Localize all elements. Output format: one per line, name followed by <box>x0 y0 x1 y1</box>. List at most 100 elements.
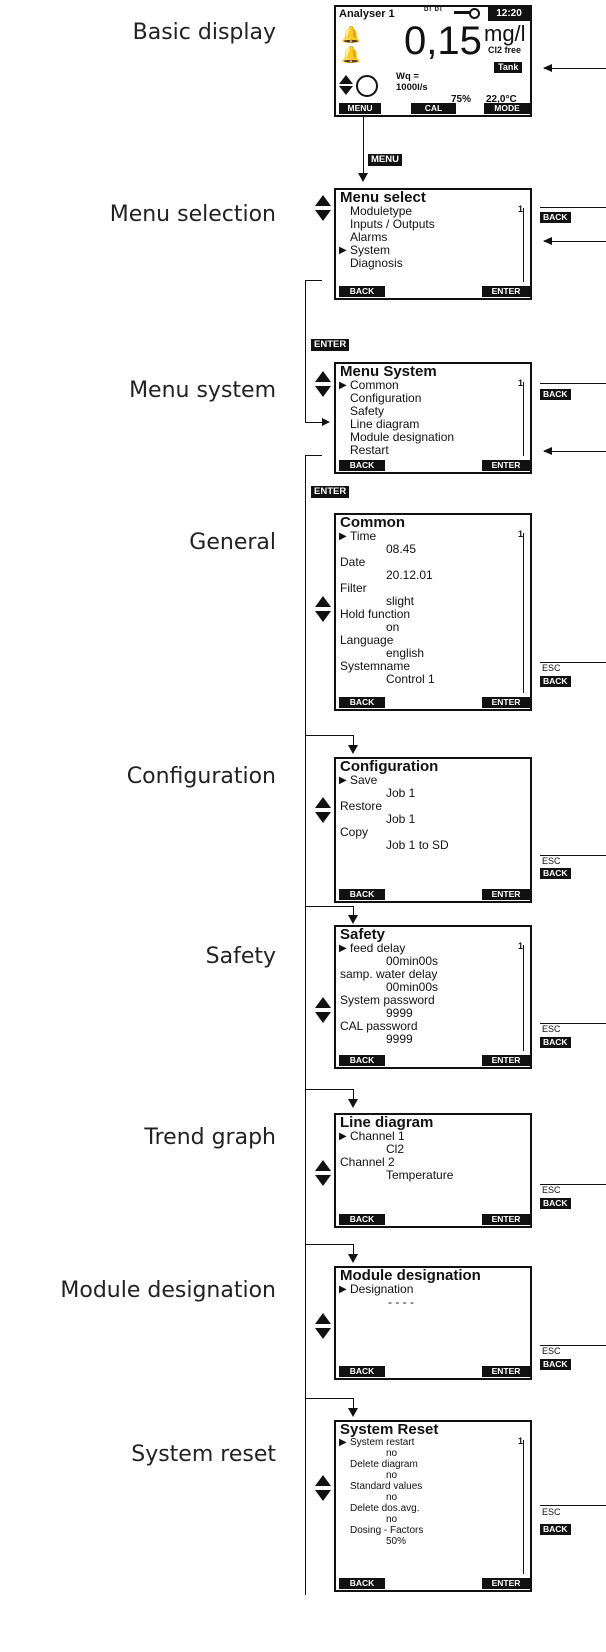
enter-softkey[interactable]: ENTER <box>482 460 530 471</box>
side-back-button[interactable]: BACK <box>540 1037 571 1048</box>
scroll-up-arrow-icon[interactable] <box>315 195 331 206</box>
label-general: General <box>189 530 276 555</box>
scroll-down-arrow-icon[interactable] <box>315 386 331 397</box>
menu-item-alarms[interactable]: Alarms <box>350 230 388 244</box>
enter-softkey[interactable]: ENTER <box>482 1366 530 1377</box>
menu-item-configuration[interactable]: Configuration <box>350 391 422 405</box>
analyser-name: Analyser 1 <box>339 8 395 20</box>
menu-item-line-diagram[interactable]: Line diagram <box>350 417 420 431</box>
scroll-up-arrow-icon[interactable] <box>315 797 331 808</box>
side-esc-label: ESC <box>542 1185 561 1195</box>
field-value[interactable]: on <box>386 620 400 634</box>
scroll-down-arrow-icon[interactable] <box>315 1490 331 1501</box>
basic-display-screen: Analyser 1 DI DI 12:20 🔔 🔔 0,15 mg/l Cl2… <box>334 5 532 117</box>
back-softkey[interactable]: BACK <box>339 460 385 471</box>
scroll-up-arrow-icon[interactable] <box>315 1475 331 1486</box>
side-back-button[interactable]: BACK <box>540 676 571 687</box>
enter-softkey[interactable]: ENTER <box>482 889 530 900</box>
field-value[interactable]: 9999 <box>386 1006 413 1020</box>
enter-softkey[interactable]: ENTER <box>482 286 530 297</box>
temperature-value: 22,0°C <box>486 94 517 105</box>
back-softkey[interactable]: BACK <box>339 889 385 900</box>
tank-badge: Tank <box>494 62 523 73</box>
field-value[interactable]: 08.45 <box>386 542 417 556</box>
field-value[interactable]: 9999 <box>386 1032 413 1046</box>
field-value[interactable]: Cl2 <box>386 1142 405 1156</box>
branch-arrow <box>348 1408 358 1417</box>
menu-item-module-designation[interactable]: Module designation <box>350 430 455 444</box>
field-value[interactable]: 50% <box>386 1536 407 1547</box>
scroll-up-arrow-icon[interactable] <box>315 371 331 382</box>
menu-item-common[interactable]: Common <box>336 379 530 393</box>
scrollbar[interactable] <box>515 1440 524 1574</box>
scroll-down-arrow-icon[interactable] <box>315 1175 331 1186</box>
back-softkey[interactable]: BACK <box>339 1214 385 1225</box>
scroll-up-arrow-icon[interactable] <box>315 1313 331 1324</box>
spine-line <box>305 455 306 1595</box>
scroll-page-number: 1 <box>517 204 523 214</box>
menu-item-moduletype[interactable]: Moduletype <box>350 204 413 218</box>
field-value[interactable]: 20.12.01 <box>386 568 433 582</box>
field-value[interactable]: Job 1 to SD <box>386 838 449 852</box>
field-value[interactable]: 00min00s <box>386 980 439 994</box>
scrollbar[interactable] <box>515 533 524 693</box>
side-back-button[interactable]: BACK <box>540 389 571 400</box>
field-value[interactable]: Job 1 <box>386 812 416 826</box>
enter-softkey[interactable]: ENTER <box>482 1578 530 1589</box>
side-back-button[interactable]: BACK <box>540 1524 571 1535</box>
field-value[interactable]: - - - - <box>388 1295 414 1309</box>
side-line <box>540 1184 606 1185</box>
enter-softkey[interactable]: ENTER <box>482 1055 530 1066</box>
field-value[interactable]: slight <box>386 594 415 608</box>
field-value[interactable]: Job 1 <box>386 786 416 800</box>
flow-line-menu <box>363 117 364 177</box>
spine-top <box>305 455 322 456</box>
scroll-down-arrow-icon[interactable] <box>315 210 331 221</box>
scroll-down-arrow-icon[interactable] <box>315 1328 331 1339</box>
side-back-button[interactable]: BACK <box>540 212 571 223</box>
field-value[interactable]: Temperature <box>386 1168 454 1182</box>
side-back-button[interactable]: BACK <box>540 1359 571 1370</box>
mode-softkey[interactable]: MODE <box>484 103 530 114</box>
back-softkey[interactable]: BACK <box>339 1366 385 1377</box>
scroll-up-arrow-icon[interactable] <box>315 596 331 607</box>
field-value[interactable]: no <box>386 1492 398 1503</box>
menu-item-system[interactable]: System <box>336 244 530 258</box>
back-softkey[interactable]: BACK <box>339 1578 385 1589</box>
branch-line <box>305 1398 353 1399</box>
side-back-button[interactable]: BACK <box>540 868 571 879</box>
side-esc-label: ESC <box>542 1346 561 1356</box>
common-title: Common <box>340 514 405 531</box>
scroll-down-arrow-icon[interactable] <box>315 611 331 622</box>
side-back-button[interactable]: BACK <box>540 1198 571 1209</box>
scrollbar[interactable] <box>515 382 524 456</box>
cal-softkey[interactable]: CAL <box>411 103 456 114</box>
flow-line-h1 <box>305 280 322 281</box>
field-value[interactable]: Control 1 <box>386 672 435 686</box>
menu-softkey[interactable]: MENU <box>339 103 381 114</box>
flow-arrow-right <box>322 418 330 426</box>
back-softkey[interactable]: BACK <box>339 1055 385 1066</box>
scrollbar[interactable] <box>515 945 524 1051</box>
scroll-down-arrow-icon[interactable] <box>315 812 331 823</box>
enter-softkey[interactable]: ENTER <box>482 1214 530 1225</box>
wq-label: Wq = <box>396 71 419 82</box>
scroll-up-arrow-icon[interactable] <box>315 1160 331 1171</box>
field-value[interactable]: english <box>386 646 425 660</box>
field-value[interactable]: no <box>386 1470 398 1481</box>
side-esc-label: ESC <box>542 663 561 673</box>
field-value[interactable]: no <box>386 1448 398 1459</box>
menu-item-diagnosis[interactable]: Diagnosis <box>350 256 403 270</box>
field-label: Language <box>340 633 394 647</box>
scroll-up-arrow-icon[interactable] <box>315 997 331 1008</box>
back-softkey[interactable]: BACK <box>339 286 385 297</box>
menu-item-safety[interactable]: Safety <box>350 404 385 418</box>
field-value[interactable]: 00min00s <box>386 954 439 968</box>
field-value[interactable]: no <box>386 1514 398 1525</box>
menu-item-inputs-outputs[interactable]: Inputs / Outputs <box>350 217 435 231</box>
back-softkey[interactable]: BACK <box>339 697 385 708</box>
enter-softkey[interactable]: ENTER <box>482 697 530 708</box>
menu-item-restart[interactable]: Restart <box>350 443 389 457</box>
scroll-down-arrow-icon[interactable] <box>315 1012 331 1023</box>
side-line <box>540 1345 606 1346</box>
